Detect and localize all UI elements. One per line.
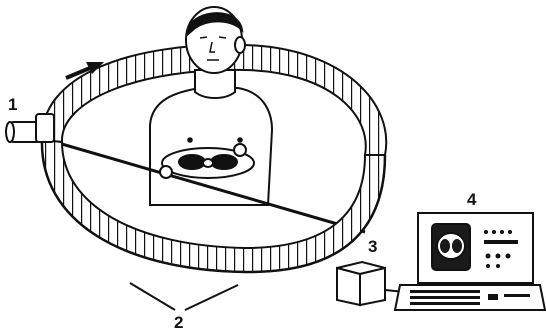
label-detectors: 2	[174, 313, 183, 332]
computer-workstation	[395, 213, 545, 310]
detector-leader-lines	[130, 283, 238, 310]
label-interface: 3	[368, 237, 377, 256]
xray-source	[6, 114, 54, 142]
label-computer: 4	[467, 190, 477, 209]
interface-box	[337, 262, 385, 305]
label-source: 1	[8, 95, 17, 114]
